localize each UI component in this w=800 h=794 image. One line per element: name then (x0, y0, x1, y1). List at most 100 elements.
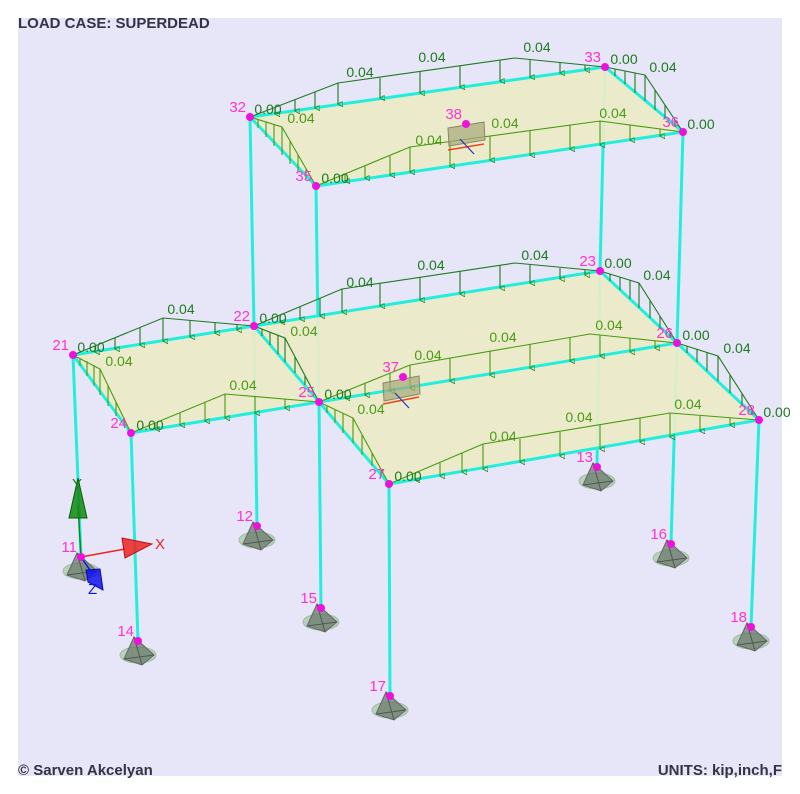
load-value-label: 0.04 (415, 132, 442, 148)
axis-z-arrow-icon (85, 568, 104, 591)
node-14[interactable] (134, 637, 142, 645)
node-label: 23 (579, 253, 596, 270)
node-24[interactable] (127, 429, 135, 437)
node-12[interactable] (253, 522, 261, 530)
load-value-label: 0.04 (599, 105, 626, 121)
slab-floor-right (254, 271, 759, 484)
node-15[interactable] (317, 604, 325, 612)
load-value-label: 0.04 (167, 301, 194, 317)
node-label: 22 (233, 308, 250, 325)
load-value-label: 0.04 (287, 110, 314, 126)
support-icon (578, 462, 616, 492)
units-label: UNITS: kip,inch,F (657, 762, 782, 779)
load-value-label: 0.04 (723, 340, 750, 356)
load-value-label: 0.04 (649, 59, 676, 75)
support-icon (302, 603, 340, 633)
load-value-label: 0.04 (565, 409, 592, 425)
pinned-supports (62, 462, 770, 721)
node-28[interactable] (755, 416, 763, 424)
load-value-label: 0.04 (521, 247, 548, 263)
node-13[interactable] (593, 463, 601, 471)
node-27[interactable] (385, 480, 393, 488)
support-icon (119, 636, 157, 666)
load-value-label: 0.00 (604, 255, 631, 271)
load-value-label: 0.04 (418, 49, 445, 65)
node-label: 21 (52, 337, 69, 354)
node-label: 14 (117, 623, 134, 640)
axis-x-arrow-icon (121, 537, 154, 559)
load-value-label: 0.04 (346, 274, 373, 290)
node-16[interactable] (667, 540, 675, 548)
slab-floor-left (73, 326, 319, 433)
load-value-label: 0.00 (136, 417, 163, 433)
node-36[interactable] (679, 128, 687, 136)
node-21[interactable] (69, 351, 77, 359)
node-17[interactable] (386, 692, 394, 700)
nodes: 1112131415161718212223242526272832333536… (52, 49, 763, 700)
load-value-label: 0.04 (417, 257, 444, 273)
node-label: 26 (656, 325, 673, 342)
load-value-label: 0.00 (77, 339, 104, 355)
distributed-loads (72, 57, 760, 485)
load-value-label: 0.00 (259, 310, 286, 326)
load-value-label: 0.00 (324, 386, 351, 402)
node-label: 33 (584, 49, 601, 66)
load-value-label: 0.04 (491, 115, 518, 131)
node-32[interactable] (246, 113, 254, 121)
node-25[interactable] (315, 398, 323, 406)
load-value-label: 0.04 (489, 329, 516, 345)
node-label: 35 (295, 168, 312, 185)
load-value-label: 0.04 (290, 323, 317, 339)
node-label: 25 (298, 384, 315, 401)
load-value-label: 0.00 (763, 404, 790, 420)
support-icon (371, 691, 409, 721)
load-case-title: LOAD CASE: SUPERDEAD (18, 15, 210, 32)
load-value-label: 0.00 (394, 468, 421, 484)
node-label: 16 (650, 526, 667, 543)
load-value-label: 0.00 (682, 327, 709, 343)
node-label: 32 (229, 99, 246, 116)
node-label: 11 (61, 539, 77, 556)
axis-y-arrow-icon (68, 477, 88, 519)
node-label: 13 (576, 449, 593, 466)
node-26[interactable] (673, 339, 681, 347)
node-label: 15 (300, 590, 317, 607)
axis-y-label: Y (72, 476, 82, 493)
node-label: 27 (368, 466, 385, 483)
load-value-label: 0.04 (674, 396, 701, 412)
node-38[interactable] (462, 120, 470, 128)
axis-x-label: X (155, 536, 165, 553)
node-label: 38 (445, 106, 462, 123)
node-33[interactable] (601, 63, 609, 71)
node-22[interactable] (250, 322, 258, 330)
support-icon (238, 521, 276, 551)
node-label: 12 (236, 508, 253, 525)
load-value-label: 0.00 (321, 170, 348, 186)
global-axes-triad: Y X Z (68, 476, 165, 598)
load-value-label: 0.00 (254, 101, 281, 117)
node-18[interactable] (747, 623, 755, 631)
load-value-label: 0.04 (595, 317, 622, 333)
slabs (73, 67, 759, 484)
support-icon (652, 539, 690, 569)
node-label: 28 (738, 402, 755, 419)
load-value-label: 0.04 (105, 353, 132, 369)
load-value-label: 0.04 (229, 377, 256, 393)
axis-z-label: Z (88, 581, 97, 598)
node-11[interactable] (77, 553, 85, 561)
node-35[interactable] (312, 182, 320, 190)
node-label: 37 (382, 359, 399, 376)
node-23[interactable] (596, 267, 604, 275)
load-value-label: 0.04 (489, 428, 516, 444)
load-value-label: 0.04 (523, 39, 550, 55)
diaphragm-master-37 (382, 375, 421, 409)
node-label: 24 (110, 415, 127, 432)
load-value-label: 0.04 (643, 267, 670, 283)
node-label: 17 (369, 678, 386, 695)
node-37[interactable] (399, 373, 407, 381)
support-icon (732, 622, 770, 652)
load-value-label: 0.00 (687, 116, 714, 132)
load-value-label: 0.04 (414, 347, 441, 363)
